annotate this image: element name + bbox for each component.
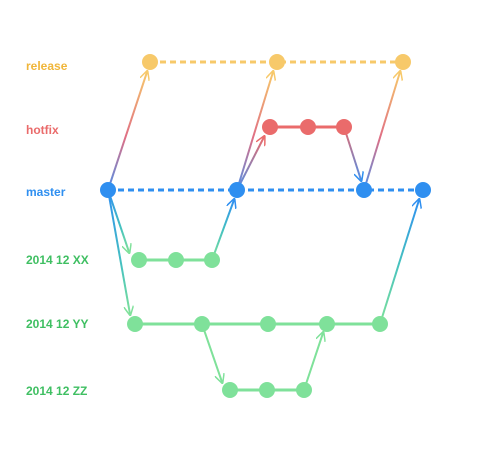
- master-commit-node: [229, 182, 245, 198]
- arrow-master-to-release-2: [236, 72, 273, 191]
- feature-zz-commit-node: [222, 382, 238, 398]
- feature-yy-commit-node: [194, 316, 210, 332]
- branch-label-master: master: [26, 185, 66, 199]
- release-commit-node: [269, 54, 285, 70]
- arrow-master-to-release-1: [107, 72, 147, 191]
- feature-yy-commit-node: [319, 316, 335, 332]
- arrow-master-to-hotfix: [236, 137, 264, 191]
- arrow-feature-zz-to-yy: [303, 333, 323, 391]
- branch-label-feature-xx: 2014 12 XX: [26, 253, 89, 267]
- feature-zz-commit-node: [296, 382, 312, 398]
- branch-label-feature-yy: 2014 12 YY: [26, 317, 89, 331]
- feature-xx-commit-node: [204, 252, 220, 268]
- arrow-master-to-feature-yy: [107, 189, 130, 314]
- arrow-master-to-release-3: [363, 72, 400, 191]
- arrow-feature-xx-to-master: [211, 200, 234, 261]
- branch-label-hotfix: hotfix: [26, 123, 59, 137]
- arrow-hotfix-to-master: [343, 126, 361, 180]
- feature-yy-commit-node: [260, 316, 276, 332]
- arrow-feature-yy-to-zz: [201, 323, 222, 382]
- hotfix-commit-node: [336, 119, 352, 135]
- arrow-feature-yy-to-master: [379, 200, 419, 325]
- hotfix-commit-node: [262, 119, 278, 135]
- branch-label-feature-zz: 2014 12 ZZ: [26, 384, 87, 398]
- master-commit-node: [100, 182, 116, 198]
- hotfix-commit-node: [300, 119, 316, 135]
- release-commit-node: [142, 54, 158, 70]
- feature-yy-commit-node: [127, 316, 143, 332]
- feature-xx-commit-node: [168, 252, 184, 268]
- master-commit-node: [356, 182, 372, 198]
- feature-xx-commit-node: [131, 252, 147, 268]
- arrow-master-to-feature-xx: [107, 189, 129, 252]
- feature-zz-commit-node: [259, 382, 275, 398]
- feature-yy-commit-node: [372, 316, 388, 332]
- master-commit-node: [415, 182, 431, 198]
- release-commit-node: [395, 54, 411, 70]
- branch-label-release: release: [26, 59, 68, 73]
